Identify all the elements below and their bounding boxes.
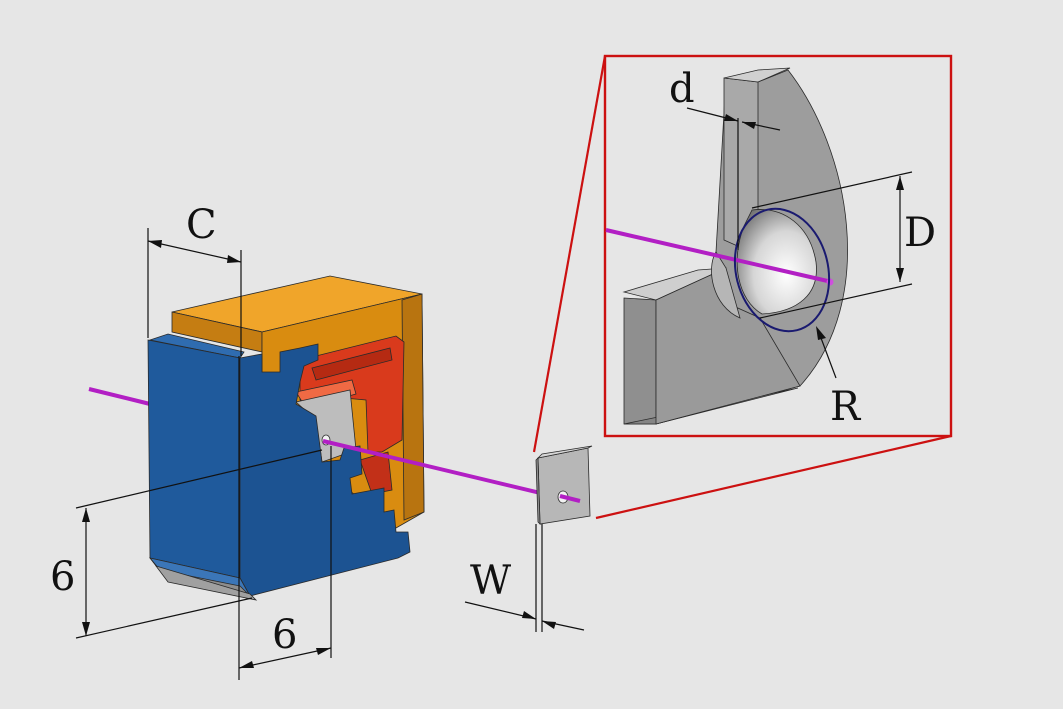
label-D: D (904, 210, 936, 256)
blue-block (147, 333, 411, 601)
label-6-vertical: 6 (50, 554, 75, 600)
detail-wire (605, 228, 833, 284)
label-c: C (186, 202, 217, 248)
dimension-6-vertical (75, 449, 323, 639)
dimension-d-small (686, 107, 781, 250)
main-assembly (147, 275, 425, 601)
label-d: d (669, 66, 695, 112)
dimension-d-large (751, 171, 913, 319)
detail-part (622, 67, 848, 425)
wire-main-segment (322, 439, 579, 504)
label-w: W (470, 558, 511, 604)
wire-left-segment (88, 387, 151, 406)
label-R: R (830, 384, 862, 430)
dimension-r (816, 326, 837, 379)
dimension-6-horizontal (238, 356, 332, 680)
dimension-c (147, 228, 242, 356)
wire-end-segment (559, 494, 581, 503)
callout-leaders (532, 55, 952, 520)
small-gray-plate (535, 445, 593, 525)
radius-circle (733, 207, 831, 333)
dimension-w (464, 524, 585, 632)
label-6-horizontal: 6 (272, 612, 297, 658)
